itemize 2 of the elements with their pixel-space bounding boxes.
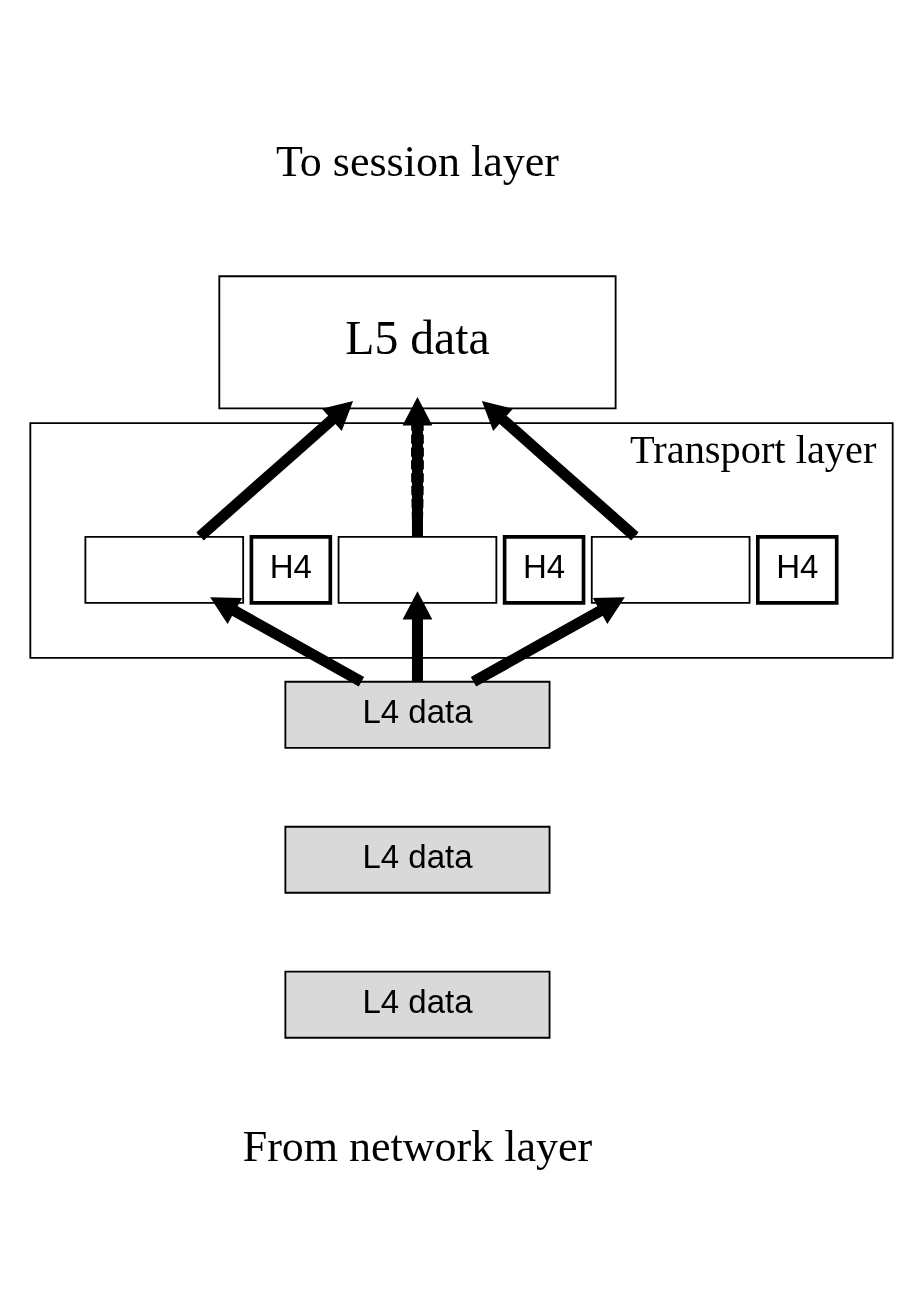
label: To session layer <box>275 136 559 186</box>
label: From network layer <box>242 1121 593 1171</box>
